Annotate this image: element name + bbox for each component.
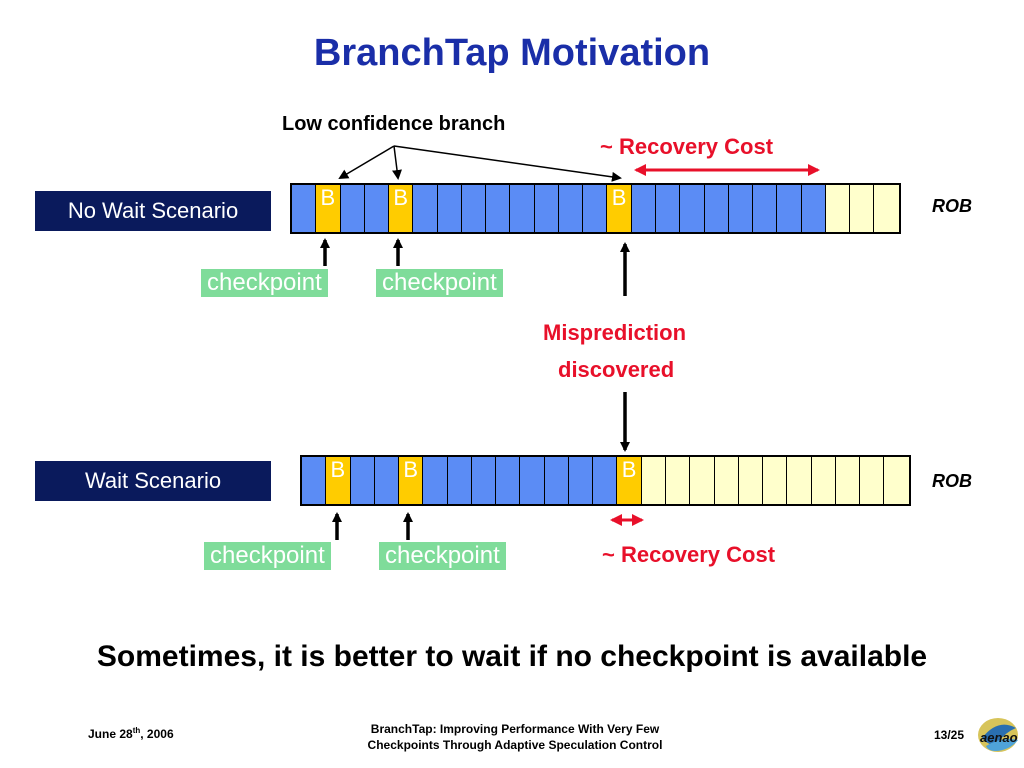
footer-paper-line2: Checkpoints Through Adaptive Speculation… [367,738,663,752]
wait-rob-cell [423,457,448,504]
no-wait-rob-cell [777,185,802,232]
wait-rob-cell [714,457,739,504]
no-wait-rob-cell [558,185,584,232]
recovery-cost-label-top: ~ Recovery Cost [600,134,774,159]
no-wait-rob-cell [413,185,438,232]
wait-rob-cell [665,457,691,504]
wait-rob-cell [860,457,885,504]
no-wait-rob-cell [583,185,608,232]
footer-date-suffix: , 2006 [140,727,174,741]
wait-rob-cell [544,457,569,504]
conclusion-text: Sometimes, it is better to wait if no ch… [96,640,928,673]
no-wait-rob-cell [461,185,487,232]
slide-title: BranchTap Motivation [313,32,711,74]
wait-rob-cell [690,457,715,504]
wait-rob-cell [787,457,812,504]
wait-rob-cell [763,457,788,504]
wait-rob-cell [738,457,764,504]
footer-date-sup: th [132,726,141,735]
footer-date-prefix: June 28 [88,727,133,741]
footer-paper-title: BranchTap: Improving Performance With Ve… [320,721,710,753]
pointer-line-2 [392,145,402,180]
low-confidence-label: Low confidence branch [282,113,506,135]
wait-rob-cell [568,457,594,504]
wait-rob-cell [350,457,375,504]
wait-rob-cell [641,457,666,504]
no-wait-scenario-label: No Wait Scenario [35,191,271,231]
no-wait-rob-cell [340,185,365,232]
aenao-logo: aenao [976,716,1022,754]
wait-rob-cell: B [326,457,351,504]
footer-page-number: 13/25 [934,728,965,742]
wait-rob-cell [374,457,400,504]
no-wait-rob-cell [728,185,754,232]
no-wait-rob-cell [510,185,535,232]
wait-scenario-label: Wait Scenario [35,461,271,501]
no-wait-rob-cell [655,185,681,232]
misprediction-label-line1: Misprediction [543,320,687,345]
footer-paper-line1: BranchTap: Improving Performance With Ve… [370,722,660,736]
no-wait-rob-cell [631,185,656,232]
no-wait-rob-cell [753,185,778,232]
wait-rob-cell [302,457,327,504]
pointer-line-3 [393,145,622,182]
no-wait-rob-cell: B [389,185,414,232]
pointer-line-1 [338,145,395,180]
checkpoint-badge-top-1: checkpoint [201,269,328,297]
footer-date: June 28th, 2006 [88,726,174,741]
wait-rob-cell: B [617,457,642,504]
checkpoint-badge-top-2: checkpoint [376,269,503,297]
aenao-logo-text: aenao [980,730,1018,745]
wait-rob-cell: B [399,457,424,504]
misprediction-label-line2: discovered [558,357,675,382]
no-wait-rob-cell: B [316,185,341,232]
wait-rob-cell [471,457,497,504]
rob-label-no-wait: ROB [932,196,972,216]
no-wait-rob-cell [874,185,899,232]
checkpoint-badge-bottom-1: checkpoint [204,542,331,570]
checkpoint-badge-bottom-2: checkpoint [379,542,506,570]
no-wait-rob-cell [486,185,511,232]
no-wait-rob-cell [437,185,462,232]
no-wait-rob-cell [292,185,317,232]
wait-rob-cell [811,457,836,504]
no-wait-rob-cell [850,185,875,232]
no-wait-rob-cell [704,185,729,232]
no-wait-rob-cell [801,185,826,232]
rob-label-wait: ROB [932,471,972,491]
wait-rob-cell [496,457,521,504]
wait-rob-cell [593,457,618,504]
recovery-cost-label-bottom: ~ Recovery Cost [602,542,776,567]
no-wait-rob-cell [364,185,390,232]
wait-rob-cell [520,457,545,504]
no-wait-rob-cell [680,185,705,232]
aenao-logo-icon [978,718,1018,752]
no-wait-rob-cell [825,185,851,232]
wait-rob-cell [884,457,909,504]
no-wait-rob-cell [534,185,559,232]
wait-rob-cell [835,457,861,504]
wait-rob-cell [447,457,472,504]
no-wait-rob-cell: B [607,185,632,232]
